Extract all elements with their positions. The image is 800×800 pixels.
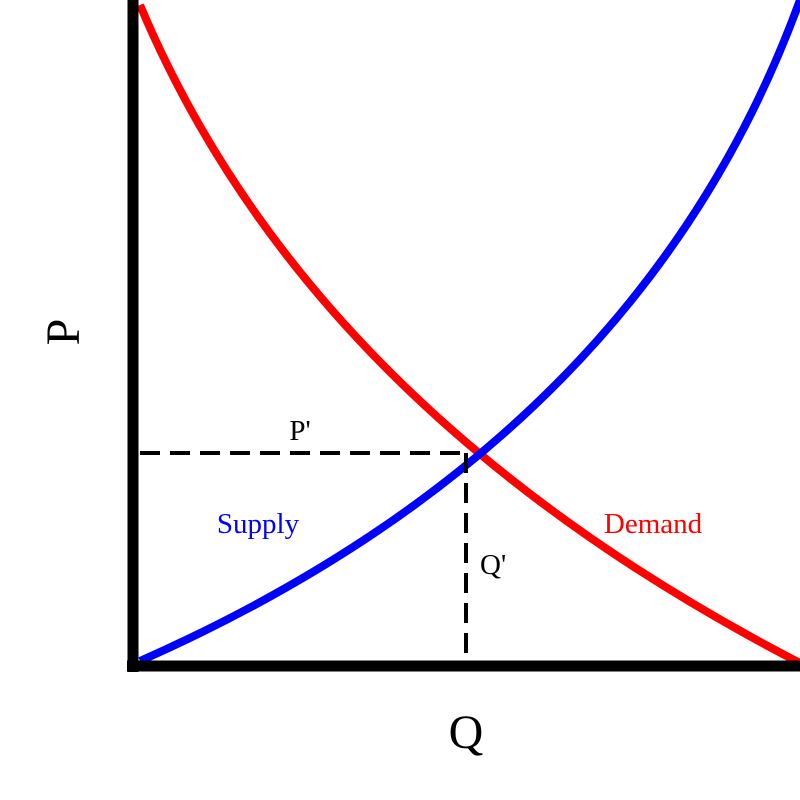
demand-label: Demand xyxy=(604,508,703,540)
supply-label: Supply xyxy=(217,508,300,540)
price-marker-label: P' xyxy=(289,415,310,447)
supply-curve xyxy=(138,0,800,665)
x-axis-label: Q xyxy=(449,706,484,759)
demand-curve xyxy=(136,3,800,667)
y-axis-label: P xyxy=(37,319,90,346)
quantity-marker-label: Q' xyxy=(480,549,506,581)
